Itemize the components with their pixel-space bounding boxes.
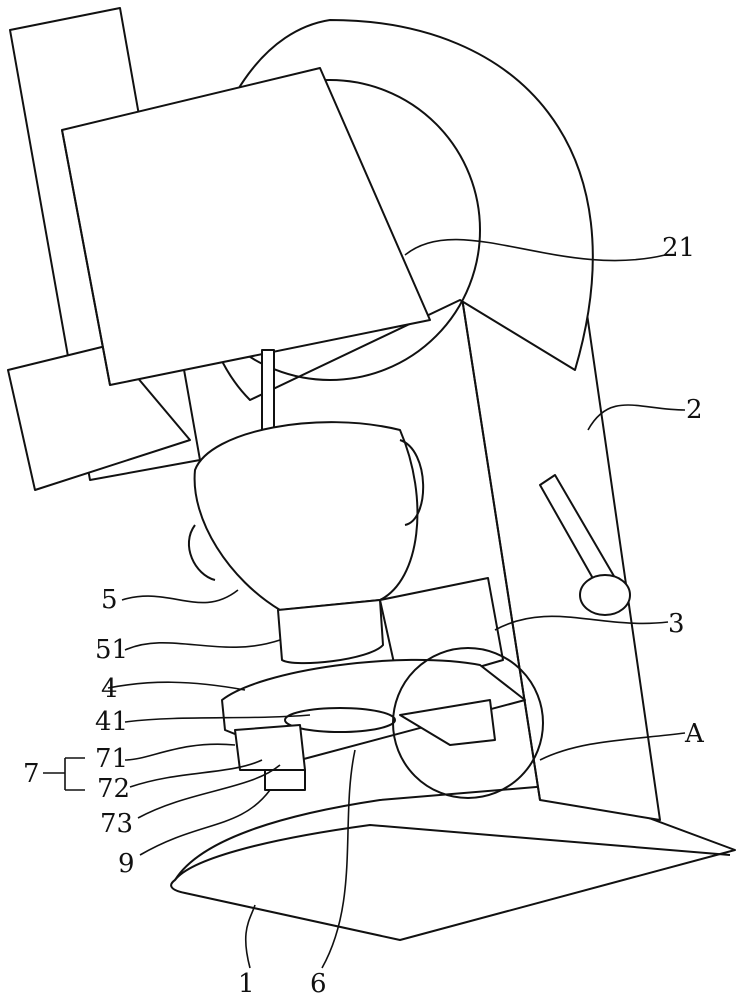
label-5: 5 (101, 585, 118, 615)
label-1: 1 (238, 969, 255, 999)
label-4: 4 (101, 674, 118, 704)
label-41: 41 (95, 707, 128, 737)
label-2: 2 (686, 395, 703, 425)
label-6: 6 (310, 969, 327, 999)
label-A: A (684, 719, 705, 749)
label-9: 9 (118, 849, 135, 879)
label-21: 21 (662, 233, 695, 263)
label-3: 3 (668, 609, 685, 639)
label-7: 7 (23, 759, 40, 789)
label-71: 71 (95, 744, 128, 774)
label-72: 72 (97, 774, 130, 804)
label-51: 51 (95, 635, 128, 665)
shaft (262, 350, 274, 430)
label-73: 73 (100, 809, 133, 839)
